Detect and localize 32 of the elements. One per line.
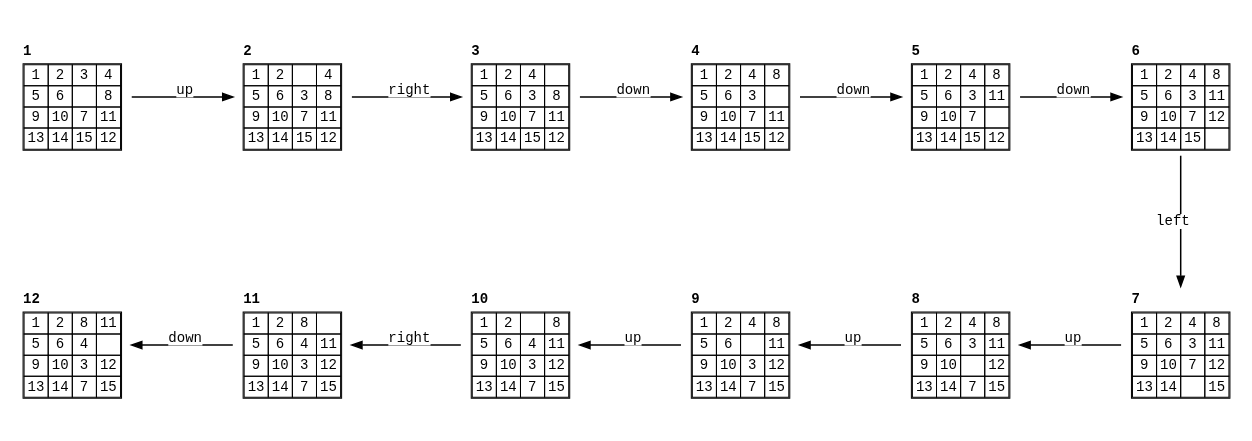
edge-label: down xyxy=(615,81,650,98)
edge-label: down xyxy=(1056,81,1090,98)
arrow xyxy=(1018,91,1123,101)
node-label: 8 xyxy=(910,290,920,307)
node-label: 6 xyxy=(1130,42,1140,59)
arrow xyxy=(798,91,903,101)
node-label: 11 xyxy=(242,290,260,307)
node-label: 7 xyxy=(1130,290,1140,307)
edge-label: right xyxy=(387,329,430,346)
arrow xyxy=(1175,154,1185,289)
node-label: 10 xyxy=(470,290,488,307)
edge-label: left xyxy=(1155,212,1190,229)
arrow xyxy=(577,340,682,350)
node-label: 2 xyxy=(242,42,252,59)
arrow xyxy=(797,340,902,350)
edge-label: up xyxy=(1064,329,1081,346)
arrow xyxy=(1017,340,1122,350)
node-label: 9 xyxy=(690,290,700,307)
arrow xyxy=(130,91,235,101)
edge-label: up xyxy=(175,81,193,98)
node-label: 3 xyxy=(470,42,480,59)
edge-label: up xyxy=(844,329,861,346)
node-label: 4 xyxy=(690,42,700,59)
edge-label: right xyxy=(387,81,430,98)
edge-label: up xyxy=(623,329,641,346)
node-label: 1 xyxy=(22,42,32,59)
arrow xyxy=(350,91,463,101)
edge-label: down xyxy=(836,81,870,98)
node-label: 12 xyxy=(22,290,40,307)
node-label: 5 xyxy=(910,42,920,59)
edge-label: down xyxy=(167,329,202,346)
arrow xyxy=(578,91,683,101)
